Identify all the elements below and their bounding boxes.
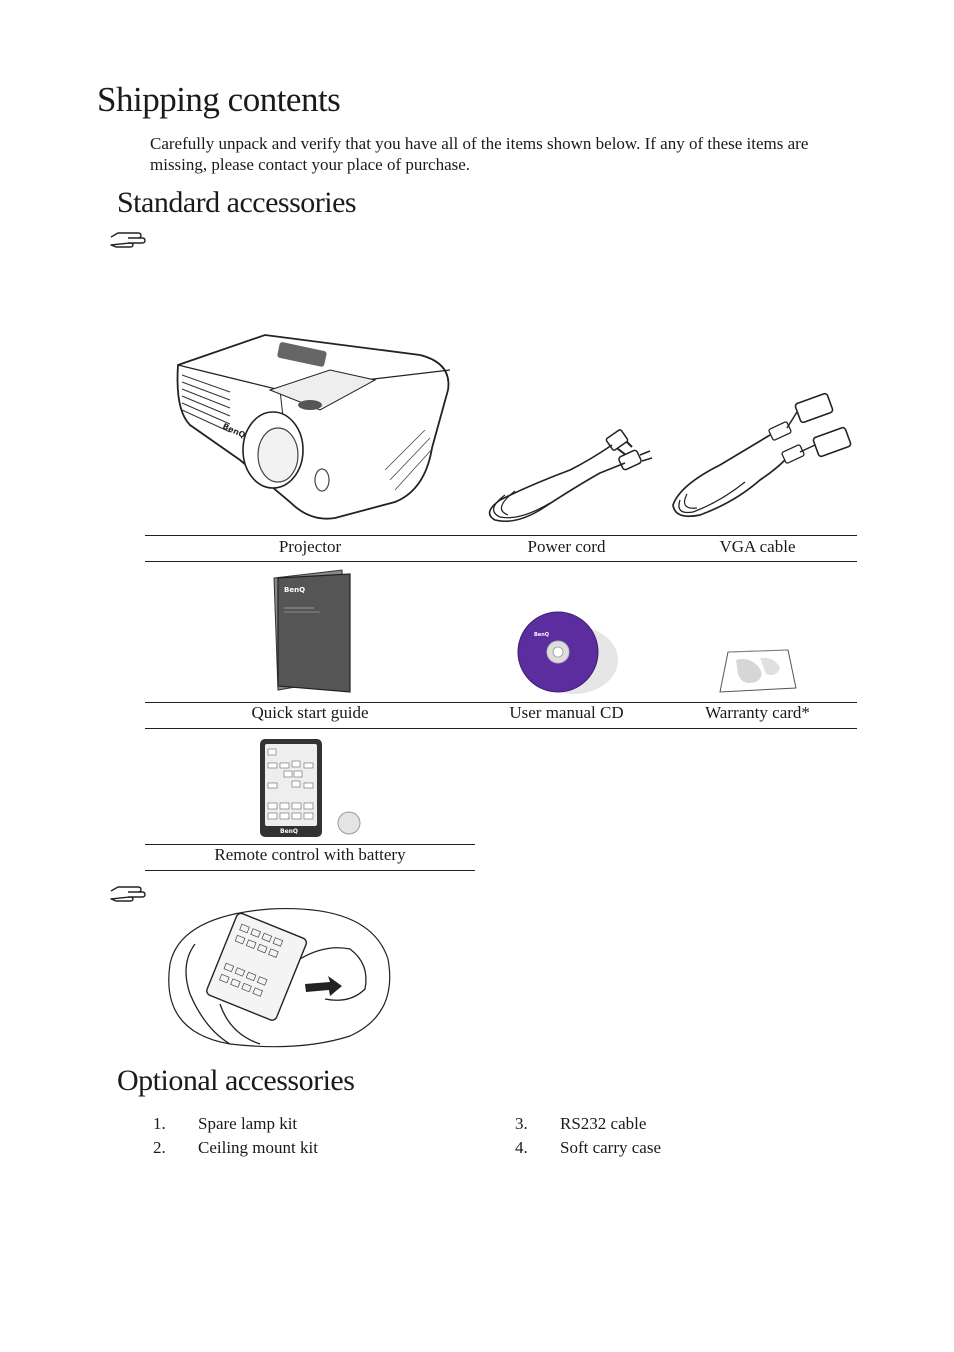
warranty-card-image	[719, 649, 797, 693]
page-title: Shipping contents	[97, 80, 341, 119]
projector-image: BenQ	[176, 334, 451, 520]
optional-item-number: 3.	[515, 1114, 528, 1133]
quick-start-guide-image: BenQ	[273, 569, 351, 693]
note-hand-icon	[110, 232, 146, 248]
remote-control-image: BenQ	[260, 739, 361, 837]
optional-item-label: Spare lamp kit	[198, 1114, 298, 1133]
optional-item-number: 1.	[153, 1114, 166, 1133]
battery-removal-illustration	[168, 907, 391, 1048]
table-rule	[145, 728, 857, 729]
optional-item-number: 2.	[153, 1138, 166, 1157]
vga-cable-image	[672, 392, 852, 518]
remote-brand-logo: BenQ	[280, 828, 298, 835]
caption-warranty-card: Warranty card*	[705, 703, 810, 722]
optional-accessories-heading: Optional accessories	[117, 1064, 355, 1097]
table-rule	[145, 561, 857, 562]
guide-brand-logo: BenQ	[284, 586, 305, 594]
user-manual-cd-image: BenQ	[517, 611, 618, 694]
optional-item-number: 4.	[515, 1138, 528, 1157]
caption-quick-start-guide: Quick start guide	[251, 703, 369, 722]
caption-user-manual-cd: User manual CD	[509, 703, 624, 722]
optional-item-label: Soft carry case	[560, 1138, 662, 1157]
optional-item-label: RS232 cable	[560, 1114, 647, 1133]
caption-vga-cable: VGA cable	[719, 537, 796, 556]
table-rule	[145, 870, 475, 871]
intro-paragraph: Carefully unpack and verify that you hav…	[150, 134, 809, 174]
note-hand-icon	[110, 886, 146, 902]
cd-brand-logo: BenQ	[534, 632, 549, 638]
table-rule	[145, 535, 857, 536]
caption-power-cord: Power cord	[527, 537, 606, 556]
table-rule	[145, 702, 857, 703]
caption-remote-control: Remote control with battery	[214, 845, 406, 864]
power-cord-image	[488, 429, 653, 523]
optional-item-label: Ceiling mount kit	[198, 1138, 318, 1157]
table-rule	[145, 844, 475, 845]
caption-projector: Projector	[278, 537, 342, 556]
standard-accessories-heading: Standard accessories	[117, 186, 357, 219]
